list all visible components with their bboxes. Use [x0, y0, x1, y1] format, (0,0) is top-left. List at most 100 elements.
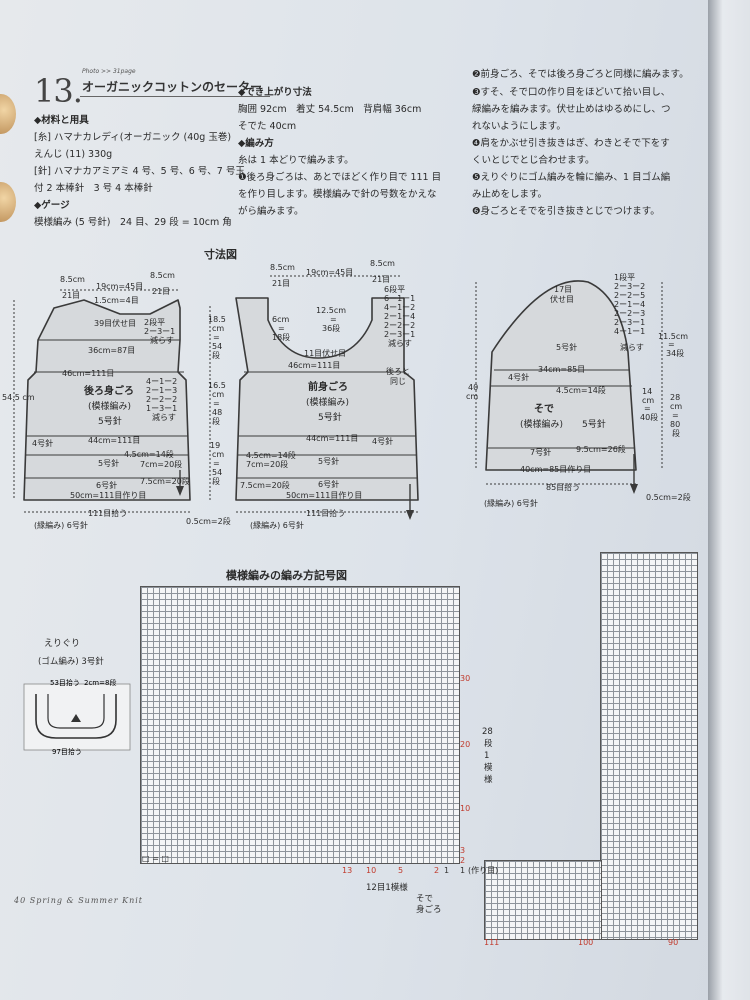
method-step: ❹肩をかぶせ引き抜きはぎ、わきとそで下をす — [472, 138, 670, 149]
symbol-legend: □ = □ — [142, 854, 169, 863]
sleeve-side-dim: 34段 — [666, 348, 684, 358]
sleeve-bottom-dim: 0.5cm=2段 — [646, 492, 691, 502]
page-title: オーガニックコットンのセーター — [82, 80, 263, 94]
back-side-dim: 段 — [212, 350, 220, 360]
column-number: 1 — [444, 866, 450, 875]
back-side-dim: 段 — [212, 416, 220, 426]
front-rows: 7cm=20段 — [246, 459, 288, 469]
back-ribbing: (縁編み) 6号針 — [34, 520, 88, 530]
back-neck: 1.5cm=4目 — [94, 296, 139, 305]
column-number: 5 — [398, 866, 404, 875]
materials-line: 付 2 本棒針 3 号 4 本棒針 — [34, 183, 153, 194]
book-spine — [708, 0, 750, 1000]
front-decrease: 6段平 — [384, 284, 405, 294]
neckband-width: 2cm=8段 — [84, 678, 116, 687]
neckband-total: 97目拾う — [52, 747, 82, 756]
stitch-chart-grid-right — [600, 552, 698, 940]
method-step: み止めをします。 — [472, 189, 548, 200]
sleeve-rows: 4.5cm=14段 — [556, 385, 606, 395]
method-heading: ◆編み方 — [238, 138, 274, 149]
size-chart-diagram: 8.5cm 21目 19cm=45目 8.5cm 21目 1.5cm=4目 39… — [2, 259, 691, 530]
title-rule — [80, 96, 270, 97]
sleeve-decrease: 2ー2ー3 — [614, 309, 645, 318]
neckband-diagram: 53目拾う 2cm=8段 97目拾う — [23, 678, 131, 756]
back-side-dim: cm — [212, 324, 224, 333]
back-armhole: 2ー1ー3 — [146, 386, 177, 395]
column-number: 100 — [578, 938, 594, 947]
sleeve-total-dim: cm — [466, 392, 478, 401]
photo-reference: Photo >> 31page — [82, 68, 136, 75]
front-bind-off: 11目伏せ目 — [304, 348, 346, 358]
back-rows: 4.5cm=14段 — [124, 449, 174, 459]
back-side-dim: cm — [212, 450, 224, 459]
back-side-dim: = — [213, 333, 220, 342]
method-step: くいとじでとじ合わせます。 — [472, 155, 595, 166]
back-decrease: 減らす — [150, 335, 174, 345]
front-width: 44cm=111目 — [306, 434, 358, 443]
neckband-label: えりぐり — [44, 639, 81, 649]
back-top-left-stitches: 21目 — [62, 291, 80, 300]
back-side-dim: 54 — [212, 342, 222, 351]
method-step: を作り目します。模様編みで針の号数をかえな — [238, 189, 437, 200]
pattern-repeat-rows: 28 — [482, 727, 493, 737]
front-pattern: (模様編み) — [306, 396, 349, 408]
method-step: ❶後ろ身ごろは、あとでほどく作り目で 111 目 — [238, 172, 442, 183]
front-decrease: 6ー1ー1 — [384, 294, 415, 303]
sleeve-cast-on: 40cm=85目作り目 — [520, 464, 591, 474]
front-top-right: 8.5cm — [370, 259, 395, 268]
back-total-dim: 54.5 cm — [2, 393, 35, 402]
front-needle-4: 4号針 — [372, 436, 393, 446]
front-top-left-stitches: 21目 — [272, 279, 290, 288]
front-decrease: 4ー1ー2 — [384, 303, 415, 312]
pattern-repeat-rows: 様 — [484, 775, 493, 785]
sleeve-side-dim: 11.5cm — [658, 332, 688, 341]
front-rows: 4.5cm=14段 — [246, 450, 296, 460]
back-top-right-stitches: 21目 — [152, 287, 170, 296]
materials-heading: ◆材料と用具 — [34, 115, 89, 126]
front-neck-center: 12.5cm — [316, 306, 346, 315]
pattern-repeat-rows: 1 — [484, 751, 490, 761]
finished-line: 胸囲 92cm 着丈 54.5cm 背肩幅 36cm — [238, 104, 422, 115]
back-armhole: 4ー1ー2 — [146, 377, 177, 386]
sleeve-decrease: 4ー1ー1 — [614, 327, 645, 336]
column-number: 90 — [668, 938, 679, 947]
row-number: 1 — [460, 866, 466, 875]
front-width: 46cm=111目 — [288, 361, 340, 370]
size-chart-title: 寸法図 — [204, 248, 237, 261]
sleeve-top: 17目 — [554, 285, 572, 294]
back-rows: 7.5cm=20段 — [140, 476, 190, 486]
row-number: 20 — [460, 740, 471, 749]
pattern-repeat-rows: 段 — [484, 739, 493, 749]
back-side-dim: 段 — [212, 476, 220, 486]
method-step: がら編みます。 — [238, 206, 304, 217]
back-width: 44cm=111目 — [88, 436, 140, 445]
neckband-label: (ゴム編み) 3号針 — [38, 657, 104, 667]
gauge-heading: ◆ゲージ — [34, 200, 70, 211]
neckband-outer — [35, 694, 117, 739]
row-number: 2 — [460, 856, 466, 865]
back-direction-arrow — [176, 486, 184, 496]
start-label: そで — [416, 894, 434, 904]
front-same: 同じ — [390, 377, 406, 386]
row-number: 3 — [460, 846, 466, 855]
sleeve-needle-4: 4号針 — [508, 372, 529, 382]
method-step: ❷前身ごろ、そでは後ろ身ごろと同様に編みます。 — [472, 69, 689, 80]
materials-line: [糸] ハマナカレディ(オーガニック (40g 玉巻) — [34, 132, 232, 143]
back-side-dim: 18.5 — [208, 315, 226, 324]
method-step: れないようにします。 — [472, 121, 566, 132]
sleeve-decrease: 1段平 — [614, 272, 635, 282]
sleeve-side-dim: cm — [670, 402, 682, 411]
sleeve-total-dim: 40 — [468, 383, 478, 392]
finished-heading: ◆でき上がり寸法 — [238, 87, 312, 98]
pattern-number: 13. — [34, 72, 83, 110]
back-name: 後ろ身ごろ — [84, 384, 134, 397]
back-needle-6: 6号針 — [96, 480, 117, 490]
front-needle-6: 6号針 — [318, 479, 339, 489]
page: 13. Photo >> 31page オーガニックコットンのセーター ◆材料と… — [0, 0, 712, 1000]
back-decrease: 2段平 — [144, 317, 165, 327]
back-pattern: (模様編み) — [88, 400, 131, 412]
front-name: 前身ごろ — [308, 380, 348, 393]
sleeve-decrease: 2ー1ー4 — [614, 300, 645, 309]
back-side-dim: = — [213, 399, 220, 408]
sleeve-needle-7: 7号針 — [530, 447, 551, 457]
